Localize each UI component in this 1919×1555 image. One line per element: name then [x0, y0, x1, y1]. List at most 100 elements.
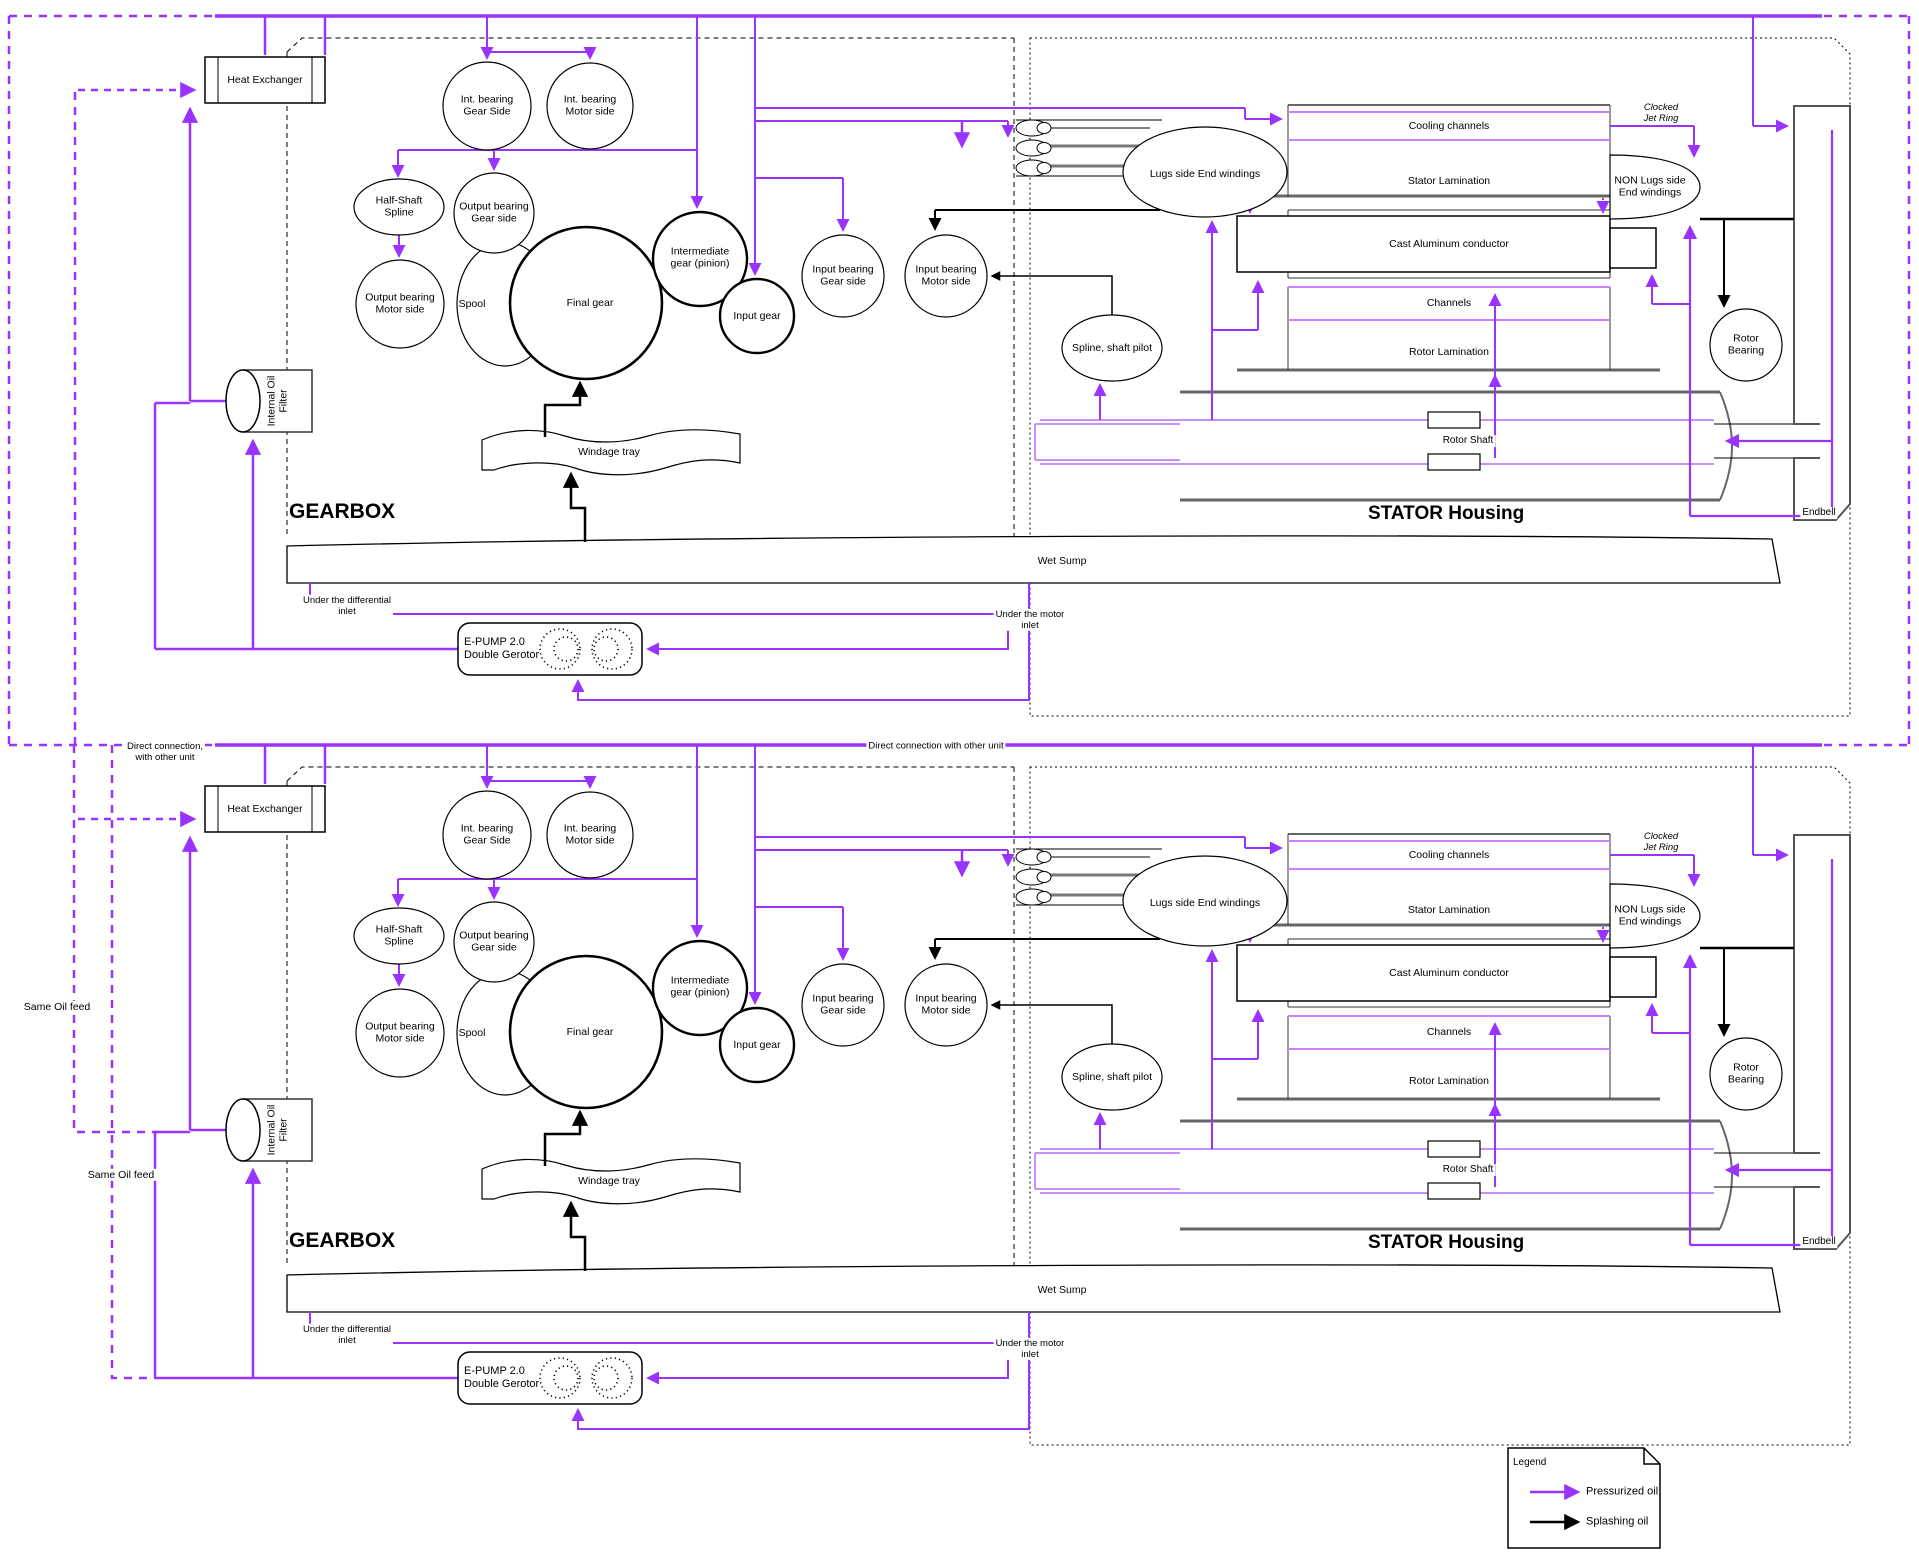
- output-bearing-motor-side-node: [355, 988, 445, 1078]
- input-gear-label: Input gear: [733, 1038, 781, 1051]
- under-motor-inlet-label: Under the motor inlet: [993, 1337, 1067, 1361]
- legend-box: [1507, 1447, 1661, 1549]
- clocked-jet-ring-label: Clocked Jet Ring: [1641, 101, 1681, 125]
- heat-exchanger-label: Heat Exchanger: [227, 802, 303, 815]
- int-bearing-motor-side-node: [546, 62, 634, 150]
- under-motor-inlet-label: Under the motor inlet: [993, 608, 1067, 632]
- drive-unit-2: Heat Exchanger Internal Oil Filter Int. …: [0, 729, 1919, 1474]
- int-bearing-gear-side-label: Int. bearing Gear Side: [460, 822, 514, 847]
- gearbox-title: GEARBOX: [289, 500, 396, 523]
- gearbox-title: GEARBOX: [289, 1229, 396, 1252]
- conductor-end-ring-box: [1609, 956, 1657, 998]
- splashing-oil-lines: [543, 119, 1794, 542]
- half-shaft-spline-label: Half-Shaft Spline: [375, 194, 423, 219]
- oil-jet-nozzles: [1015, 848, 1052, 906]
- rotor-lamination-label: Rotor Lamination: [1407, 1074, 1491, 1088]
- gerotor-icon: [539, 628, 633, 670]
- output-bearing-gear-side-node: [453, 172, 535, 254]
- rotor-shaft-assembly: [1034, 411, 1794, 471]
- non-lugs-end-windings-label: NON Lugs side End windings: [1614, 903, 1686, 928]
- spline-shaft-pilot-label: Spline, shaft pilot: [1072, 1070, 1152, 1083]
- epump-shape: [457, 622, 643, 676]
- splashing-oil-lines: [543, 848, 1794, 1271]
- non-lugs-end-windings-label: NON Lugs side End windings: [1614, 174, 1686, 199]
- heat-exchanger-box: [204, 785, 326, 833]
- output-bearing-gear-side-label: Output bearing Gear side: [459, 929, 529, 954]
- same-oil-feed-label-2: Same Oil feed: [85, 1168, 157, 1182]
- intermediate-gear-label: Intermediate gear (pinion): [670, 245, 730, 270]
- windage-tray-shape: [481, 429, 741, 476]
- input-bearing-gear-side-label: Input bearing Gear side: [812, 992, 874, 1017]
- spline-shaft-pilot-label: Spline, shaft pilot: [1072, 341, 1152, 354]
- internal-oil-filter-shape: [225, 369, 313, 433]
- legend-splashing-label: Splashing oil: [1586, 1515, 1649, 1528]
- final-gear-node: [508, 225, 664, 381]
- direct-connection-left-label: Direct connection, with other unit: [124, 740, 206, 764]
- wet-sump-shape: [286, 535, 1781, 584]
- half-shaft-spline-node: [353, 178, 445, 236]
- rotor-shaft-label: Rotor Shaft: [1440, 1164, 1496, 1176]
- stator-housing-title: STATOR Housing: [1368, 503, 1525, 524]
- clocked-jet-ring-label: Clocked Jet Ring: [1641, 830, 1681, 854]
- input-gear-node: [718, 277, 796, 355]
- input-bearing-motor-side-node: [904, 963, 988, 1047]
- lugs-end-windings-label: Lugs side End windings: [1149, 896, 1261, 909]
- rotor-shaft-label: Rotor Shaft: [1440, 435, 1496, 447]
- legend-pressurized-label: Pressurized oil: [1586, 1485, 1659, 1498]
- under-differential-inlet-label: Under the differential inlet: [300, 1323, 394, 1347]
- rotor-bearing-node: [1709, 308, 1783, 382]
- internal-oil-filter-shape: [225, 1098, 313, 1162]
- under-differential-inlet-label: Under the differential inlet: [300, 594, 394, 618]
- non-lugs-end-windings-node: [1609, 883, 1701, 949]
- stator-stack-structure: [1150, 104, 1733, 502]
- endbell-label: Endbell: [1800, 1236, 1838, 1248]
- unit-schematic: [78, 743, 1851, 1446]
- stator-lamination-label: Stator Lamination: [1407, 903, 1491, 916]
- final-gear-label: Final gear: [566, 1025, 614, 1038]
- intermediate-gear-label: Intermediate gear (pinion): [670, 974, 730, 999]
- legend-title: Legend: [1513, 1457, 1547, 1468]
- direct-connection-right-label: Direct connection with other unit: [866, 740, 1006, 752]
- output-bearing-gear-side-node: [453, 901, 535, 983]
- output-bearing-motor-side-label: Output bearing Motor side: [365, 291, 435, 316]
- int-bearing-gear-side-label: Int. bearing Gear Side: [460, 93, 514, 118]
- final-gear-label: Final gear: [566, 296, 614, 309]
- output-bearing-motor-side-label: Output bearing Motor side: [365, 1020, 435, 1045]
- endbell-shape: [1793, 834, 1851, 1250]
- rotor-bearing-label: Rotor Bearing: [1727, 332, 1765, 357]
- coolant-band-lines: [1288, 111, 1610, 321]
- gearbox-nodes: [353, 790, 1783, 1111]
- cast-aluminum-conductor-box: [1236, 944, 1611, 1002]
- drive-unit-1: Heat Exchanger Internal Oil Filter Int. …: [0, 0, 1919, 745]
- stator-housing-title: STATOR Housing: [1368, 1232, 1525, 1253]
- heat-exchanger-box: [204, 56, 326, 104]
- int-bearing-motor-side-label: Int. bearing Motor side: [563, 822, 617, 847]
- lugs-end-windings-node: [1122, 126, 1288, 218]
- int-bearing-motor-side-node: [546, 791, 634, 879]
- cooling-channels-label: Cooling channels: [1408, 848, 1490, 861]
- stator-lamination-label: Stator Lamination: [1407, 174, 1491, 187]
- internal-oil-filter-label: Internal Oil Filter: [265, 1104, 290, 1156]
- cooling-channels-label: Cooling channels: [1408, 119, 1490, 132]
- gearbox-boundary: [286, 766, 1015, 1266]
- cast-aluminum-conductor-label: Cast Aluminum conductor: [1389, 966, 1509, 979]
- rotor-shaft-assembly: [1034, 1140, 1794, 1200]
- internal-oil-filter-label: Internal Oil Filter: [265, 375, 290, 427]
- cast-aluminum-conductor-label: Cast Aluminum conductor: [1389, 237, 1509, 250]
- input-bearing-gear-side-node: [801, 963, 885, 1047]
- epump-label: E-PUMP 2.0 Double Gerotor: [464, 1364, 540, 1390]
- non-lugs-end-windings-node: [1609, 154, 1701, 220]
- windage-tray-label: Windage tray: [578, 1174, 640, 1187]
- input-bearing-motor-side-label: Input bearing Motor side: [915, 263, 977, 288]
- unit-schematic: [78, 14, 1851, 717]
- input-bearing-motor-side-label: Input bearing Motor side: [915, 992, 977, 1017]
- input-bearing-gear-side-node: [801, 234, 885, 318]
- half-shaft-spline-label: Half-Shaft Spline: [375, 923, 423, 948]
- coolant-band-lines: [1288, 840, 1610, 1050]
- lugs-end-windings-label: Lugs side End windings: [1149, 167, 1261, 180]
- windage-tray-shape: [481, 1158, 741, 1205]
- output-bearing-motor-side-node: [355, 259, 445, 349]
- gearbox-nodes: [353, 61, 1783, 382]
- input-bearing-motor-side-node: [904, 234, 988, 318]
- winding-bundle-lines: [1048, 144, 1150, 168]
